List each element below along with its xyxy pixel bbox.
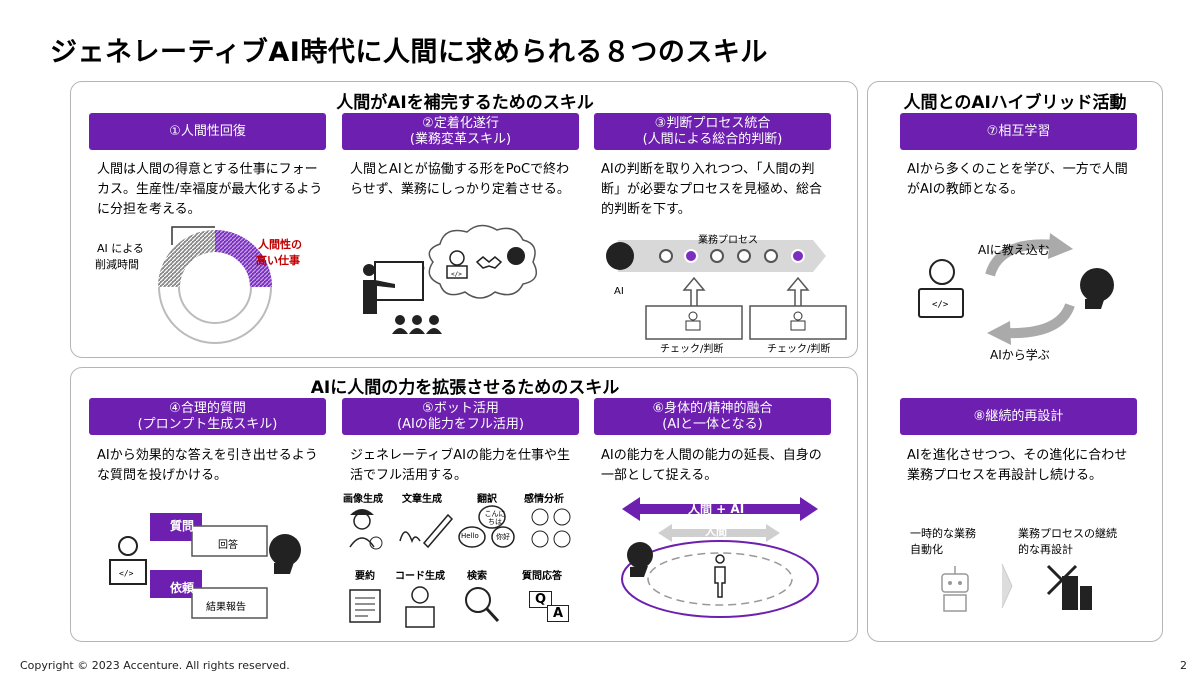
group-title-hybrid: 人間とのAIハイブリッド活動	[903, 93, 1127, 113]
process-label: 業務プロセス	[698, 235, 758, 246]
process-ai-label: AI	[614, 286, 624, 297]
skill-desc-7: AIから多くのことを学び、一方で人間がAIの教師となる。	[907, 162, 1128, 197]
bot-uses-icons	[349, 505, 571, 628]
skill-header-2: ②定着化遂行(業務変革スキル)	[342, 113, 579, 150]
page-title: ジェネレーティブAI時代に人間に求められる８つのスキル	[50, 37, 768, 68]
translate-bubble-hello: Hello	[461, 532, 479, 540]
presentation-icon: </>	[363, 224, 538, 334]
svg-text:</>: </>	[451, 271, 462, 278]
skill-header-6: ⑥身体的/精神的融合(AIと一体となる)	[594, 398, 831, 435]
skill-desc-8: AIを進化させつつ、その進化に合わせ業務プロセスを再設計し続ける。	[907, 448, 1128, 483]
qa-a1: 回答	[218, 540, 238, 551]
bot-use-image: 画像生成	[343, 494, 383, 505]
skill-header-3: ③判断プロセス統合(人間による総合的判断)	[594, 113, 831, 150]
fusion-diagram-icon	[621, 497, 819, 618]
mutual-learning-icon: </>	[918, 233, 1114, 345]
panel-hybrid	[867, 81, 1163, 642]
redesign-right-1: 業務プロセスの継続	[1018, 527, 1117, 540]
group-title-extend: AIに人間の力を拡張させるためのスキル	[310, 378, 620, 398]
group-title-complement: 人間がAIを補完するためのスキル	[336, 93, 594, 113]
skill-header-5: ⑤ボット活用(AIの能力をフル活用)	[342, 398, 579, 435]
page-number: 2	[1180, 659, 1187, 672]
redesign-icons	[941, 563, 1092, 612]
bot-use-summary: 要約	[355, 571, 375, 582]
skill-header-7: ⑦相互学習	[900, 113, 1137, 150]
check-label-2: チェック/判断	[767, 344, 831, 355]
skill-desc-5: ジェネレーティブAIの能力を仕事や生活でフル活用する。	[350, 448, 570, 483]
qa-q1: 質問	[170, 519, 195, 533]
donut-left-label-1: AI による	[97, 242, 144, 255]
mutual-teach-label: AIに教え込む	[978, 243, 1050, 257]
redesign-right-2: 的な再設計	[1018, 543, 1073, 556]
process-flow-icon	[606, 240, 847, 340]
donut-right-label-1: 人間性の	[258, 238, 302, 251]
bot-use-translate: 翻訳	[477, 494, 497, 505]
qa-icon-a: A	[547, 605, 570, 622]
skill-desc-1: 人間は人間の得意とする仕事にフォーカス。生産性/幸福度が最大化するように分担を考…	[97, 162, 323, 217]
qa-dialog-icon: </>	[109, 513, 301, 619]
skill-header-8: ⑧継続的再設計	[900, 398, 1137, 435]
translate-bubble-nihao: 你好	[496, 533, 510, 541]
translate-bubble-konnichiwa: こんに ちは	[484, 510, 506, 526]
donut-left-label-2: 削減時間	[95, 258, 139, 271]
bot-use-code: コード生成	[395, 571, 445, 582]
skill-header-1: ①人間性回復	[89, 113, 326, 150]
check-label-1: チェック/判断	[660, 344, 724, 355]
mutual-learn-label: AIから学ぶ	[990, 348, 1050, 362]
redesign-left-2: 自動化	[910, 543, 943, 556]
redesign-left-1: 一時的な業務	[910, 527, 976, 540]
skill-desc-3: AIの判断を取り入れつつ、「人間の判断」が必要なプロセスを見極め、総合的判断を下…	[601, 162, 823, 217]
skill-desc-2: 人間とAIとが協働する形をPoCで終わらせず、業務にしっかり定着させる。	[350, 162, 570, 197]
skill-desc-6: AIの能力を人間の能力の延長、自身の一部として捉える。	[601, 448, 822, 483]
qa-q2: 依頼	[170, 581, 195, 595]
svg-text:</>: </>	[119, 569, 134, 578]
svg-text:</>: </>	[932, 300, 949, 310]
fusion-inner-label: 人間	[705, 525, 727, 538]
skill-desc-4: AIから効果的な答えを引き出せるような質問を投げかける。	[97, 448, 318, 483]
bot-use-sentiment: 感情分析	[524, 494, 564, 505]
copyright: Copyright © 2023 Accenture. All rights r…	[20, 659, 290, 672]
bot-use-search: 検索	[467, 571, 487, 582]
skill-header-4: ④合理的質問(プロンプト生成スキル)	[89, 398, 326, 435]
fusion-outer-label: 人間 + AI	[688, 502, 745, 516]
qa-a2: 結果報告	[206, 602, 246, 613]
bot-use-text: 文章生成	[402, 494, 442, 505]
qa-icon-q: Q	[529, 591, 553, 608]
bot-use-qa: 質問応答	[522, 571, 562, 582]
donut-right-label-2: 高い仕事	[256, 254, 300, 267]
donut-chart-icon	[158, 226, 272, 344]
